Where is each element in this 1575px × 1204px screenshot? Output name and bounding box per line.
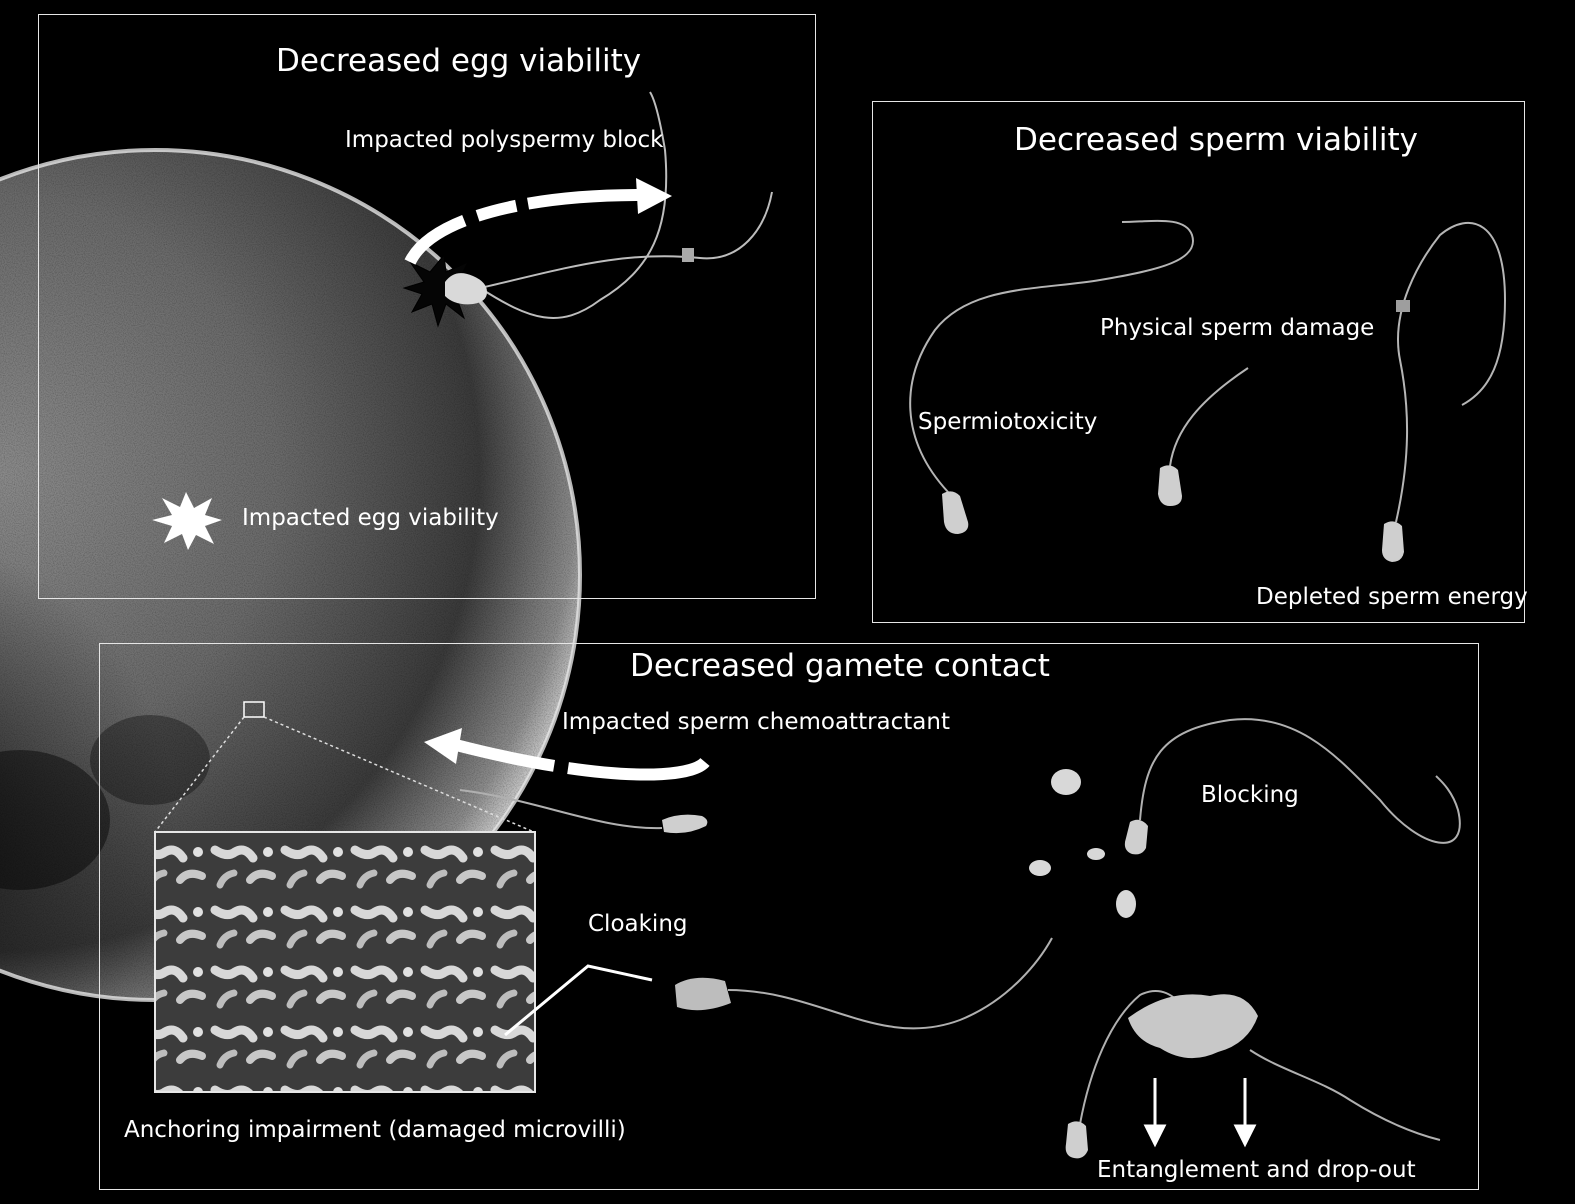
starburst-icon (152, 492, 222, 550)
particle-icon (675, 977, 731, 1011)
gamete-contact-panel (99, 643, 1479, 1190)
entanglement-label: Entanglement and drop-out (1097, 1157, 1416, 1183)
sperm-cell-icon (1079, 990, 1441, 1141)
pointer-line (504, 964, 653, 1037)
sperm-panel-title: Decreased sperm viability (1014, 122, 1418, 158)
sperm-head-icon (445, 273, 487, 305)
microvilli-inset (154, 831, 536, 1093)
sperm-cell-icon (1395, 221, 1507, 523)
curved-arrow-icon (404, 178, 672, 265)
spermiotoxicity-label: Spermiotoxicity (918, 409, 1098, 435)
sperm-head-icon (1124, 819, 1148, 855)
anchoring-label: Anchoring impairment (damaged microvilli… (124, 1117, 626, 1143)
sperm-head-icon (942, 491, 969, 534)
particle-icon (682, 248, 694, 262)
cloaking-label: Cloaking (588, 911, 688, 937)
sperm-viability-panel (872, 101, 1525, 623)
sperm-cell-icon (1139, 718, 1461, 844)
zoom-marker (243, 701, 265, 718)
sperm-head-icon (1382, 521, 1404, 562)
chemoattractant-label: Impacted sperm chemoattractant (562, 709, 950, 735)
curved-arrow-icon (424, 728, 710, 781)
sperm-cell-icon (459, 789, 663, 830)
sperm-head-icon (662, 814, 708, 834)
egg-panel-title: Decreased egg viability (276, 43, 642, 79)
sperm-energy-label: Depleted sperm energy (1256, 584, 1528, 610)
down-arrow-icon (1143, 1078, 1257, 1148)
gamete-panel-title: Decreased gamete contact (630, 648, 1050, 684)
sperm-head-icon (1065, 1121, 1088, 1159)
sperm-cell-icon (727, 937, 1053, 1030)
sperm-cell-icon (479, 91, 773, 319)
egg-viability-label: Impacted egg viability (242, 505, 499, 531)
blocking-label: Blocking (1201, 782, 1299, 808)
particle-icon (1029, 769, 1136, 918)
starburst-icon (402, 253, 480, 328)
zoom-lines (154, 716, 535, 833)
sperm-cell-icon (1169, 367, 1249, 467)
particle-icon (1128, 994, 1258, 1059)
sperm-head-icon (1158, 465, 1182, 506)
physical-damage-label: Physical sperm damage (1100, 315, 1375, 341)
egg-viability-panel (38, 14, 816, 599)
polyspermy-label: Impacted polyspermy block (345, 127, 664, 153)
sperm-cell-icon (909, 219, 1195, 493)
particle-icon (1396, 300, 1410, 312)
